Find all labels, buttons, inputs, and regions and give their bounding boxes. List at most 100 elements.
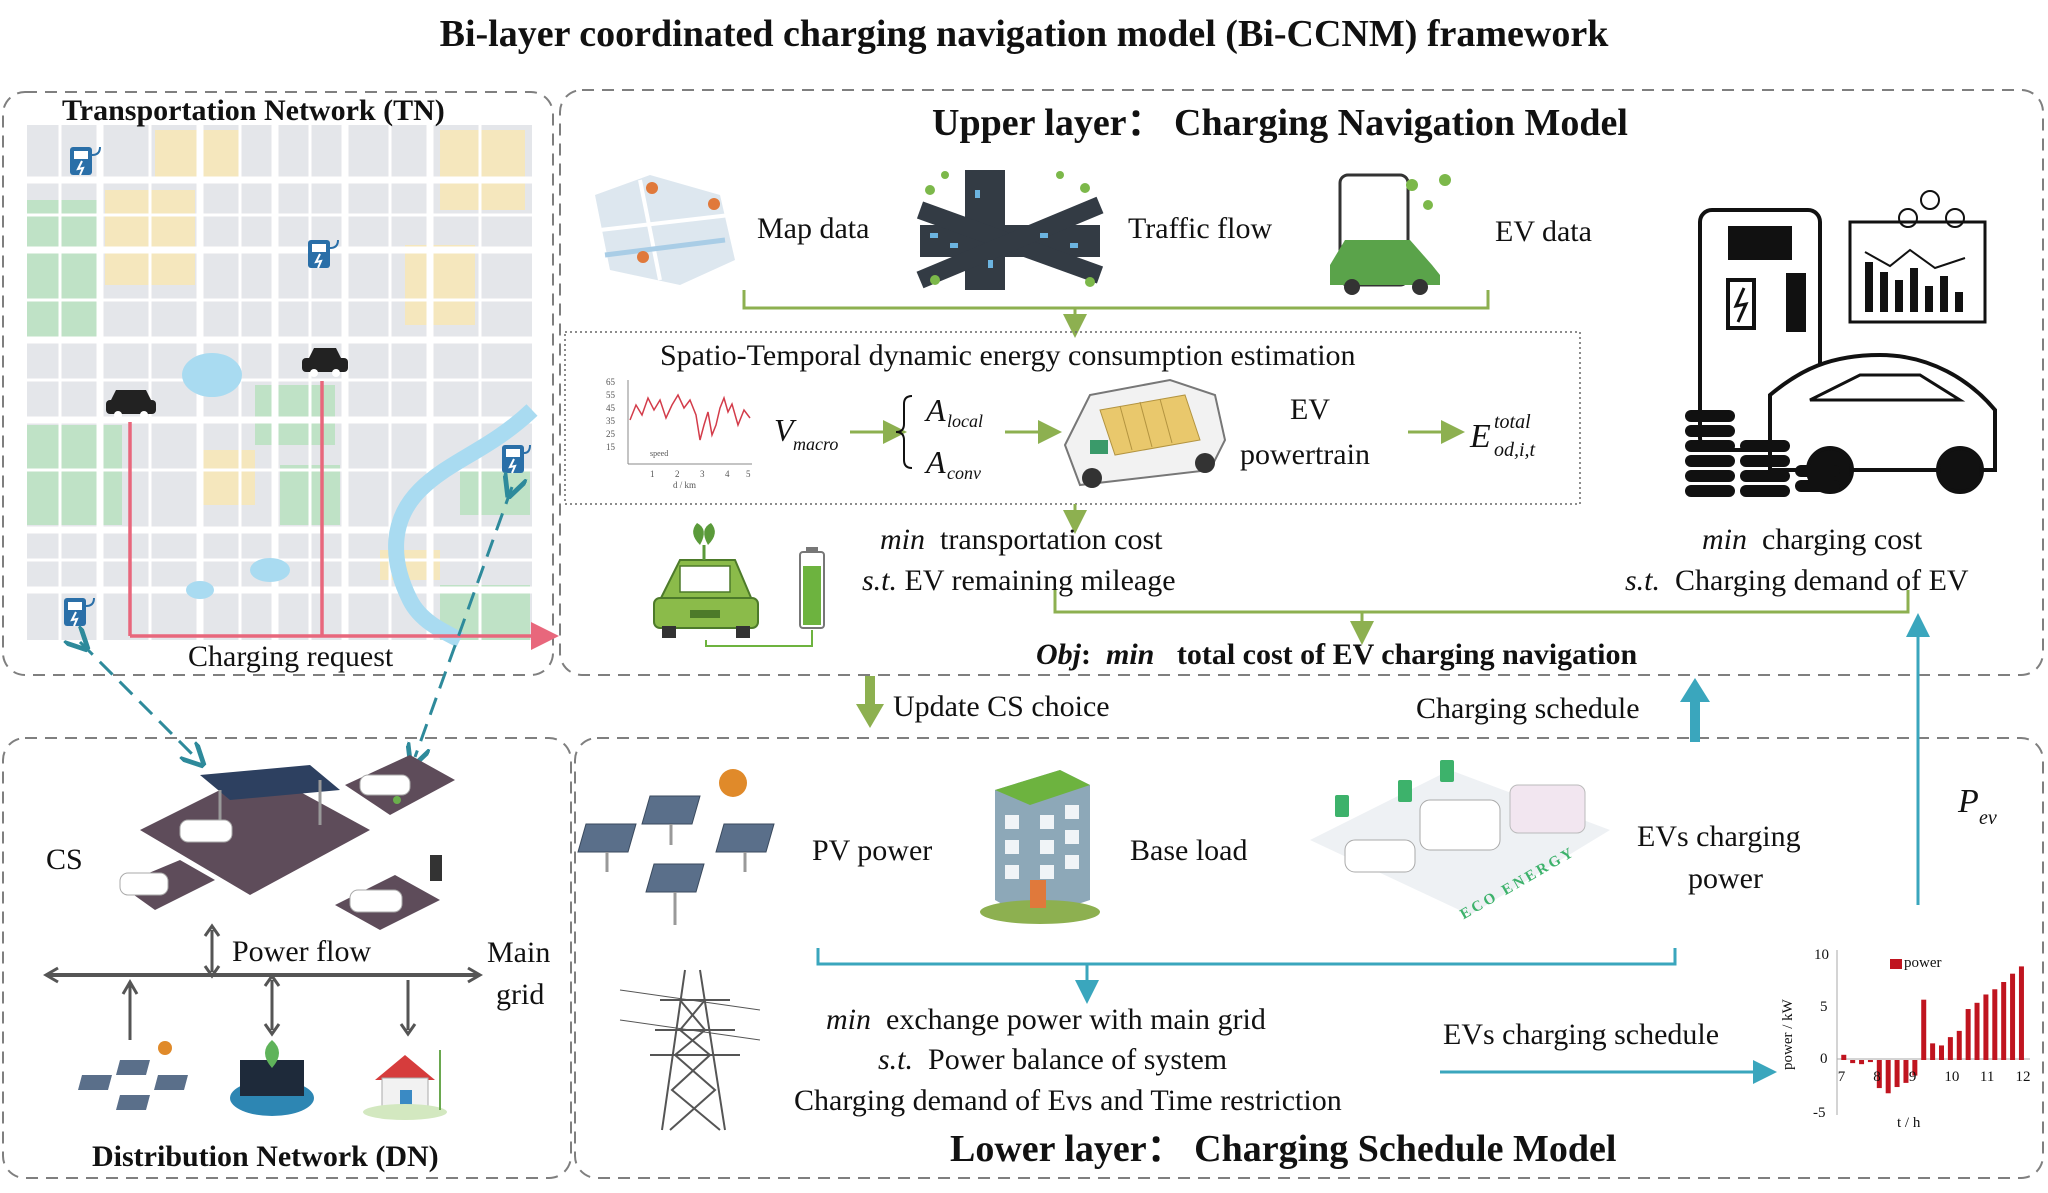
- car-icon: [302, 348, 348, 377]
- p-ev-subscript: ev: [1979, 807, 1997, 829]
- speed-mini-chart: [627, 380, 752, 465]
- chart-ylabel: power / kW: [1780, 999, 1796, 1070]
- pv-power-label: PV power: [812, 834, 933, 867]
- coin-stack-icon: [1685, 410, 1840, 497]
- lower-panel: [574, 737, 2044, 1179]
- chart-ytick: 10: [1814, 947, 1829, 963]
- tn-panel: [2, 91, 554, 676]
- eco-energy-icon: [1310, 760, 1610, 915]
- v-macro-subscript: macro: [793, 434, 839, 454]
- mini-chart-xtick: 5: [746, 469, 751, 479]
- remaining-mileage-constraint: s.t. EV remaining mileage: [862, 564, 1176, 597]
- a-local-subscript: local: [947, 411, 983, 431]
- power-bar: [1912, 1060, 1918, 1076]
- power-bar: [1885, 1060, 1891, 1094]
- power-bar: [1965, 1009, 1971, 1060]
- chart-xtick: 11: [1979, 1069, 1995, 1085]
- charging-station-icon: [308, 239, 339, 269]
- lower-layer-title: Lower layer： Charging Schedule Model: [950, 1128, 1617, 1170]
- base-load-label: Base load: [1130, 834, 1248, 867]
- mini-chart-xtick: 3: [700, 469, 705, 479]
- charging-schedule-label: Charging schedule: [1416, 692, 1640, 725]
- mini-chart-xtick: 2: [675, 469, 680, 479]
- update-cs-arrow: [856, 676, 884, 728]
- upper-panel: [559, 89, 2044, 676]
- power-bar: [2018, 966, 2024, 1060]
- map-data-label: Map data: [757, 212, 870, 245]
- upper-layer-title: Upper layer： Charging Navigation Model: [932, 102, 1628, 144]
- power-bar: [1903, 1060, 1909, 1083]
- cs-label: CS: [46, 843, 83, 876]
- power-chart-frame: [1836, 950, 2030, 1115]
- power-bar: [2001, 982, 2007, 1060]
- evs-schedule-label: EVs charging schedule: [1443, 1018, 1720, 1051]
- evs-power-label-1: EVs charging: [1637, 820, 1801, 853]
- chart-xtick: 9: [1908, 1069, 1917, 1085]
- energy-storage-icon: [230, 1040, 314, 1116]
- power-bar: [1974, 1002, 1980, 1060]
- chart-ytick: 5: [1820, 999, 1828, 1015]
- estimation-box: [564, 331, 1581, 505]
- ev-data-icon: [1330, 173, 1451, 295]
- mini-chart-xlabel: d / km: [673, 480, 697, 490]
- objective-function: Obj: min total cost of EV charging navig…: [1036, 638, 1638, 671]
- chart-legend: power: [1890, 956, 1942, 971]
- a-conv-subscript: conv: [947, 463, 981, 483]
- charging-cost-objective: min charging cost: [1702, 523, 1923, 556]
- obj-bracket: [1053, 590, 1910, 614]
- power-bar: [1876, 1060, 1882, 1089]
- traffic-flow-icon: [916, 170, 1104, 290]
- green-car-icon: [653, 523, 759, 638]
- ev-powertrain-icon: [1063, 378, 1227, 488]
- chart-xtick: 8: [1873, 1069, 1881, 1085]
- chart-xlabel: t / h: [1897, 1115, 1921, 1131]
- power-bar: [1983, 994, 1989, 1060]
- charging-station-icon: [502, 444, 531, 474]
- power-flow-label: Power flow: [232, 935, 372, 968]
- power-bar: [1867, 1060, 1873, 1063]
- city-map: [27, 125, 538, 648]
- estimation-title: Spatio-Temporal dynamic energy consumpti…: [660, 339, 1356, 372]
- ev-powertrain-label-1: EV: [1290, 393, 1330, 426]
- time-restriction-constraint: Charging demand of Evs and Time restrict…: [794, 1084, 1342, 1117]
- dn-title: Distribution Network (DN): [92, 1140, 439, 1173]
- power-bar: [1992, 989, 1998, 1060]
- transport-cost-objective: min transportation cost: [880, 523, 1163, 556]
- house-icon: [363, 1050, 447, 1120]
- power-bar: [1930, 1043, 1936, 1060]
- e-total-symbol: E: [1470, 418, 1491, 455]
- a-conv-symbol: A: [926, 444, 946, 480]
- lower-inputs-bracket: [816, 948, 1677, 966]
- power-bar: [1841, 1054, 1847, 1060]
- car-icon: [106, 390, 156, 419]
- inputs-bracket: [742, 290, 1490, 310]
- battery-icon: [799, 547, 825, 629]
- main-grid-label-1: Main: [487, 936, 551, 969]
- a-local-symbol: A: [926, 392, 946, 428]
- power-balance-constraint: s.t. Power balance of system: [878, 1043, 1228, 1076]
- mini-chart-xtick: 1: [650, 469, 655, 479]
- v-macro-symbol: V: [774, 412, 794, 448]
- figure-title: Bi-layer coordinated charging navigation…: [439, 13, 1609, 55]
- update-cs-label: Update CS choice: [893, 690, 1110, 723]
- power-bar: [1921, 999, 1927, 1060]
- transmission-tower-icon: [619, 969, 761, 1131]
- pv-panels-icon: [577, 769, 775, 925]
- power-bar: [1938, 1045, 1944, 1060]
- power-bar: [1850, 1060, 1856, 1064]
- charging-request-label: Charging request: [188, 640, 394, 673]
- charging-demand-constraint: s.t. Charging demand of EV: [1625, 564, 1969, 597]
- map-data-icon: [595, 175, 735, 285]
- e-total-subscript: od,i,t: [1494, 439, 1536, 461]
- power-bar: [1947, 1037, 1953, 1060]
- pv-panels-icon-small: [78, 1041, 188, 1110]
- main-grid-label-2: grid: [496, 978, 545, 1011]
- power-bar: [2010, 973, 2016, 1060]
- traffic-flow-label: Traffic flow: [1128, 212, 1273, 245]
- exchange-power-objective: min exchange power with main grid: [826, 1003, 1266, 1036]
- building-icon: [980, 770, 1100, 924]
- power-bar: [1956, 1030, 1962, 1060]
- dn-panel: [2, 737, 572, 1179]
